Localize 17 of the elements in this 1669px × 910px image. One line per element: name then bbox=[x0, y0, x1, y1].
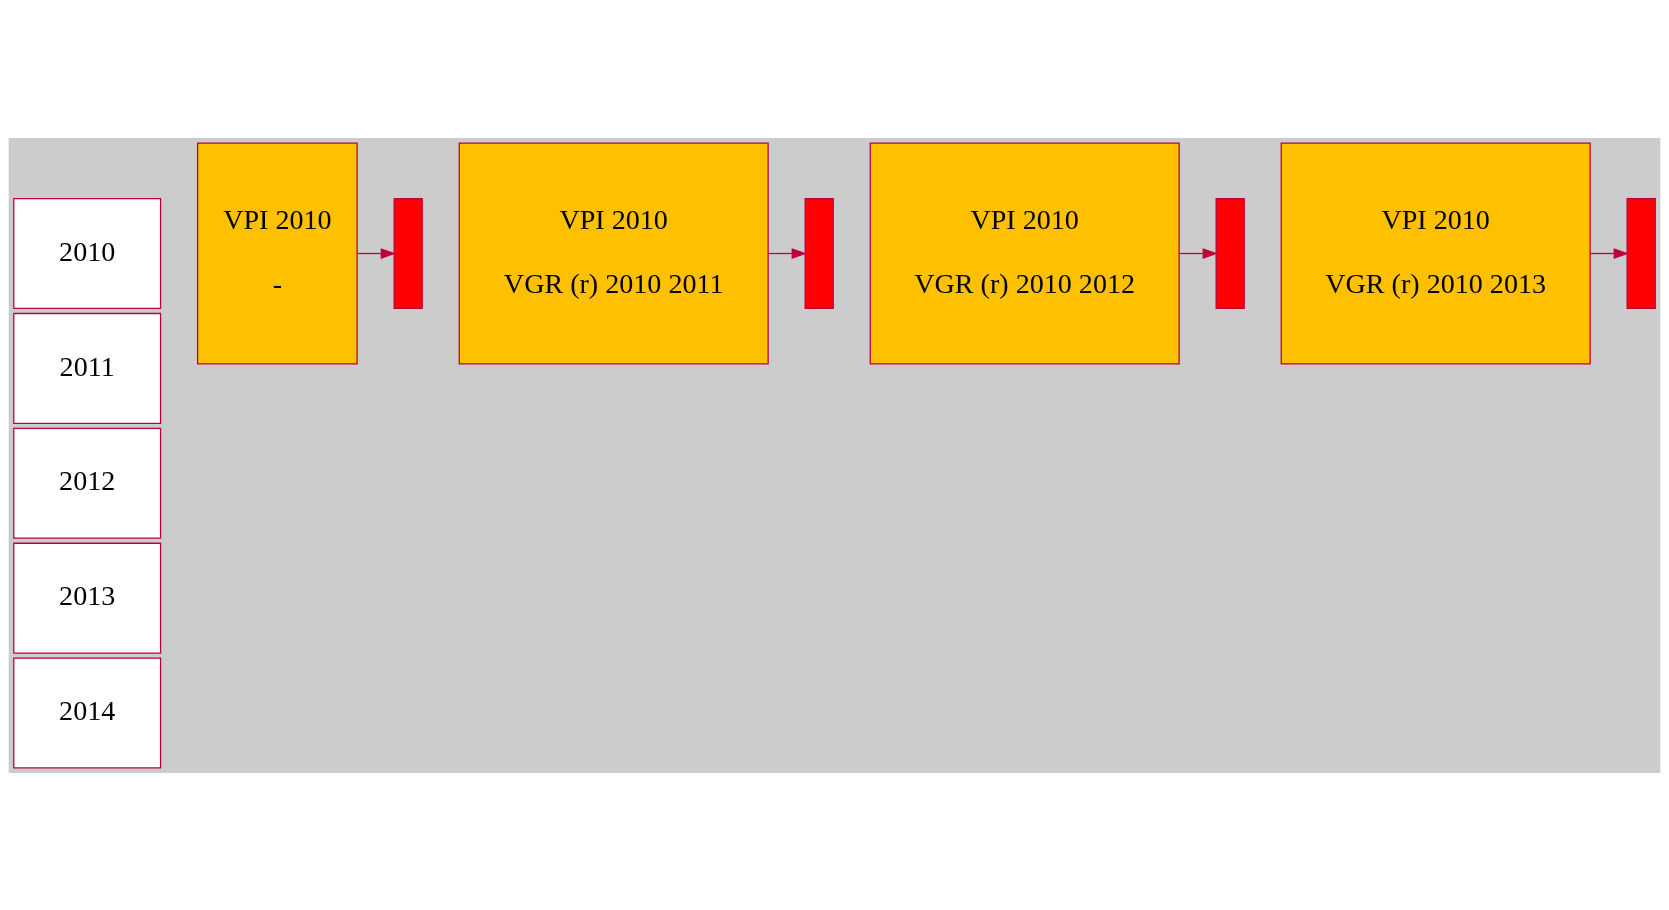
node-box: 2013 bbox=[13, 542, 162, 654]
node-bar bbox=[393, 197, 423, 309]
node-box: 2014 bbox=[13, 657, 162, 769]
node-bar bbox=[804, 197, 834, 309]
node-box: 2011 bbox=[13, 312, 162, 424]
node-box: VPI 2010 VGR (r) 2010 2013 bbox=[1280, 141, 1591, 365]
node-box: VPI 2010 VGR (r) 2010 2011 bbox=[458, 141, 769, 365]
arrow bbox=[1589, 247, 1629, 259]
node-box: VPI 2010 VGR (r) 2010 2012 bbox=[869, 141, 1180, 365]
node-box: 2010 bbox=[13, 197, 162, 309]
arrow bbox=[767, 247, 807, 259]
node-box: VPI 2010 - bbox=[196, 141, 358, 365]
node-bar bbox=[1626, 197, 1656, 309]
arrow bbox=[1178, 247, 1218, 259]
node-bar bbox=[1215, 197, 1245, 309]
node-box: 2012 bbox=[13, 427, 162, 539]
arrow bbox=[356, 247, 397, 259]
